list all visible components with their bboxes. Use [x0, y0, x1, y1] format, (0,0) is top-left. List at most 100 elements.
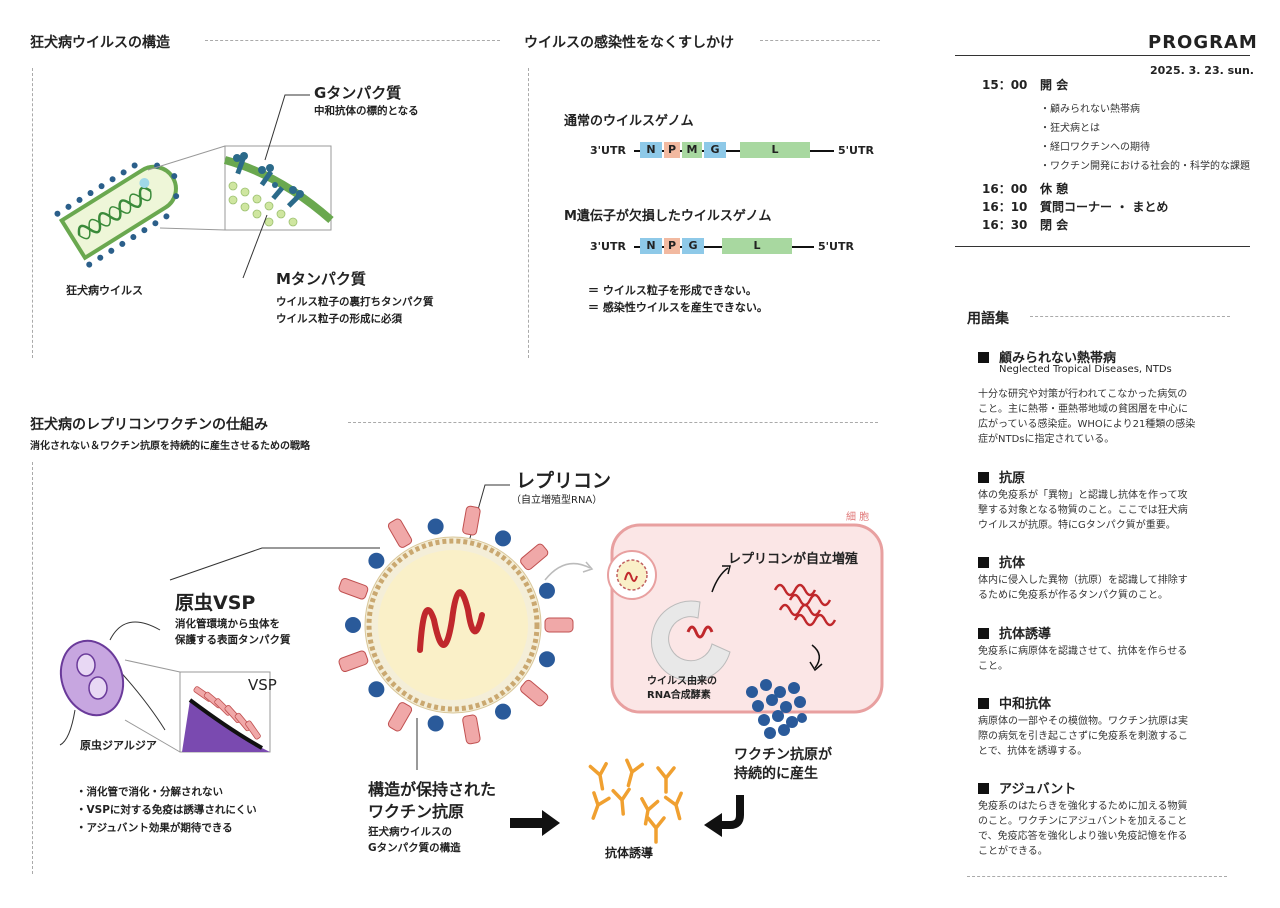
antibody-icon	[640, 797, 660, 826]
divider	[32, 462, 33, 874]
vsp-title: 原虫VSP	[175, 592, 256, 614]
g-protein-blob	[495, 703, 511, 720]
vaccine-antigen-icon	[746, 679, 807, 739]
vsp-zoom-icon	[182, 686, 270, 752]
divider	[205, 40, 500, 41]
vsp-spike	[520, 543, 549, 571]
antigen-label-2: 持続的に産生	[734, 766, 818, 782]
program-date: 2025. 3. 23. sun.	[1150, 64, 1254, 77]
program-title: PROGRAM	[1148, 32, 1258, 53]
g-protein-spikes	[338, 505, 574, 745]
antibody-icon	[646, 816, 666, 844]
divider	[967, 876, 1227, 877]
glossary-term-antibody: 抗体	[978, 552, 1025, 571]
giardia-icon	[59, 621, 166, 746]
genome-deleted: 3'UTR N P G L 5'UTR	[590, 238, 870, 256]
program-time-4: 16：30	[982, 218, 1028, 232]
g-protein-blob	[427, 518, 444, 535]
normal-genome-label: 通常のウイルスゲノム	[564, 114, 694, 129]
glossary-body-neutralizing: 病原体の一部やその模倣物。ワクチン抗原は実際の病気を引き起こさずに免疫系を刺激す…	[978, 716, 1188, 757]
antibody-icon	[611, 787, 631, 816]
square-bullet-icon	[978, 472, 989, 483]
program-sub-3: ・経口ワクチンへの期待	[1040, 142, 1150, 153]
bullet-2: ・VSPに対する免疫は誘導されにくい	[76, 804, 257, 816]
utr3-label: 3'UTR	[590, 240, 626, 253]
rabies-virus-label: 狂犬病ウイルス	[66, 284, 143, 297]
infectivity-title: ウイルスの感染性をなくすしかけ	[524, 35, 734, 51]
g-protein-blob	[538, 582, 555, 599]
program-label-2: 休 憩	[1040, 182, 1069, 196]
replicon-particle-icon	[364, 536, 542, 714]
divider	[528, 68, 529, 358]
antibody-icon	[663, 791, 683, 821]
glossary-term-neutralizing: 中和抗体	[978, 693, 1051, 712]
g-protein-blob	[345, 617, 361, 633]
glossary-term-antigen: 抗原	[978, 467, 1025, 486]
g-protein-blob	[538, 651, 555, 668]
divider	[348, 422, 878, 423]
structure-kept-2: ワクチン抗原	[368, 802, 465, 821]
vaccine-subtitle: 消化されない＆ワクチン抗原を持続的に産生させるための戦略	[30, 441, 310, 452]
g-protein-blob	[495, 530, 511, 547]
m-protein-desc1: ウイルス粒子の裏打ちタンパク質	[276, 296, 434, 308]
program-divider-bottom	[955, 246, 1250, 247]
glossary-body-adjuvant: 免疫系のはたらきを強化するために加える物質のこと。ワクチンにアジュバントを加える…	[978, 801, 1188, 857]
glossary-term-antibody-induction: 抗体誘導	[978, 623, 1051, 642]
vsp-spike	[387, 518, 413, 548]
program-sub-2: ・狂犬病とは	[1040, 123, 1100, 134]
rna-enzyme-label-1: ウイルス由来の	[647, 676, 717, 687]
antigen-label-1: ワクチン抗原が	[734, 747, 832, 763]
m-protein-desc2: ウイルス粒子の形成に必須	[276, 313, 402, 325]
vsp-desc2: 保護する表面タンパク質	[175, 634, 291, 646]
gene-L: L	[722, 238, 792, 254]
vsp-desc1: 消化管環境から虫体を	[175, 618, 280, 630]
right-arrow-icon	[510, 810, 560, 836]
glossary-term-ntds: 顧みられない熱帯病	[978, 347, 1116, 366]
gene-G: G	[704, 142, 726, 158]
cell-label: 細 胞	[846, 512, 870, 523]
gene-G: G	[682, 238, 704, 254]
utr3-label: 3'UTR	[590, 144, 626, 157]
vsp-spike	[387, 702, 413, 732]
vsp-spike	[462, 505, 481, 536]
program-time-3: 16：10	[982, 200, 1028, 214]
replicon-sub: （自立増殖型RNA）	[511, 495, 603, 506]
program-divider-top	[955, 55, 1250, 56]
m-protein-label: Mタンパク質	[276, 270, 366, 288]
vsp-spike	[338, 578, 369, 600]
rna-enzyme-icon	[651, 600, 731, 682]
glossary-body-antibody: 体内に侵入した異物（抗原）を認識して排除するために免疫系が作るタンパク質のこと。	[978, 575, 1188, 601]
bullet-3: ・アジュバント効果が期待できる	[76, 822, 233, 834]
replicon-label: レプリコン	[516, 470, 612, 492]
glossary-title: 用語集	[967, 311, 1009, 327]
replicating-rna-icon	[773, 583, 837, 627]
gene-L: L	[740, 142, 810, 158]
g-protein-label: Gタンパク質	[314, 84, 402, 102]
vsp-spike	[338, 650, 369, 672]
glossary-term-adjuvant: アジュバント	[978, 778, 1076, 797]
bullet-1: ・消化管で消化・分解されない	[76, 786, 223, 798]
program-label-3: 質問コーナー ・ まとめ	[1040, 200, 1169, 214]
gene-N: N	[640, 142, 662, 158]
virus-structure-title: 狂犬病ウイルスの構造	[30, 35, 170, 51]
g-protein-blob	[368, 552, 385, 569]
replicon-grow-label: レプリコンが自立増殖	[728, 552, 859, 567]
square-bullet-icon	[978, 783, 989, 794]
deleted-genome-label: M遺伝子が欠損したウイルスゲノム	[564, 209, 772, 224]
result-2: ＝ 感染性ウイルスを産生できない。	[588, 301, 768, 314]
program-time-1: 15：00	[982, 78, 1028, 92]
structure-sub-2: Gタンパク質の構造	[368, 842, 461, 854]
rabies-virus-icon	[54, 162, 180, 268]
utr5-label: 5'UTR	[838, 144, 874, 157]
genome-line	[634, 150, 834, 152]
antibody-label: 抗体誘導	[605, 846, 654, 860]
program-sub-4: ・ワクチン開発における社会的・科学的な課題	[1040, 161, 1250, 172]
g-protein-desc: 中和抗体の標的となる	[314, 105, 419, 117]
program-sub-1: ・顧みられない熱帯病	[1040, 104, 1140, 115]
rna-enzyme-label-2: RNA合成酵素	[647, 690, 711, 701]
glossary-term-ntds-en: Neglected Tropical Diseases, NTDs	[999, 364, 1172, 375]
membrane-zoom-icon	[223, 152, 334, 227]
antibody-icon	[625, 758, 645, 788]
